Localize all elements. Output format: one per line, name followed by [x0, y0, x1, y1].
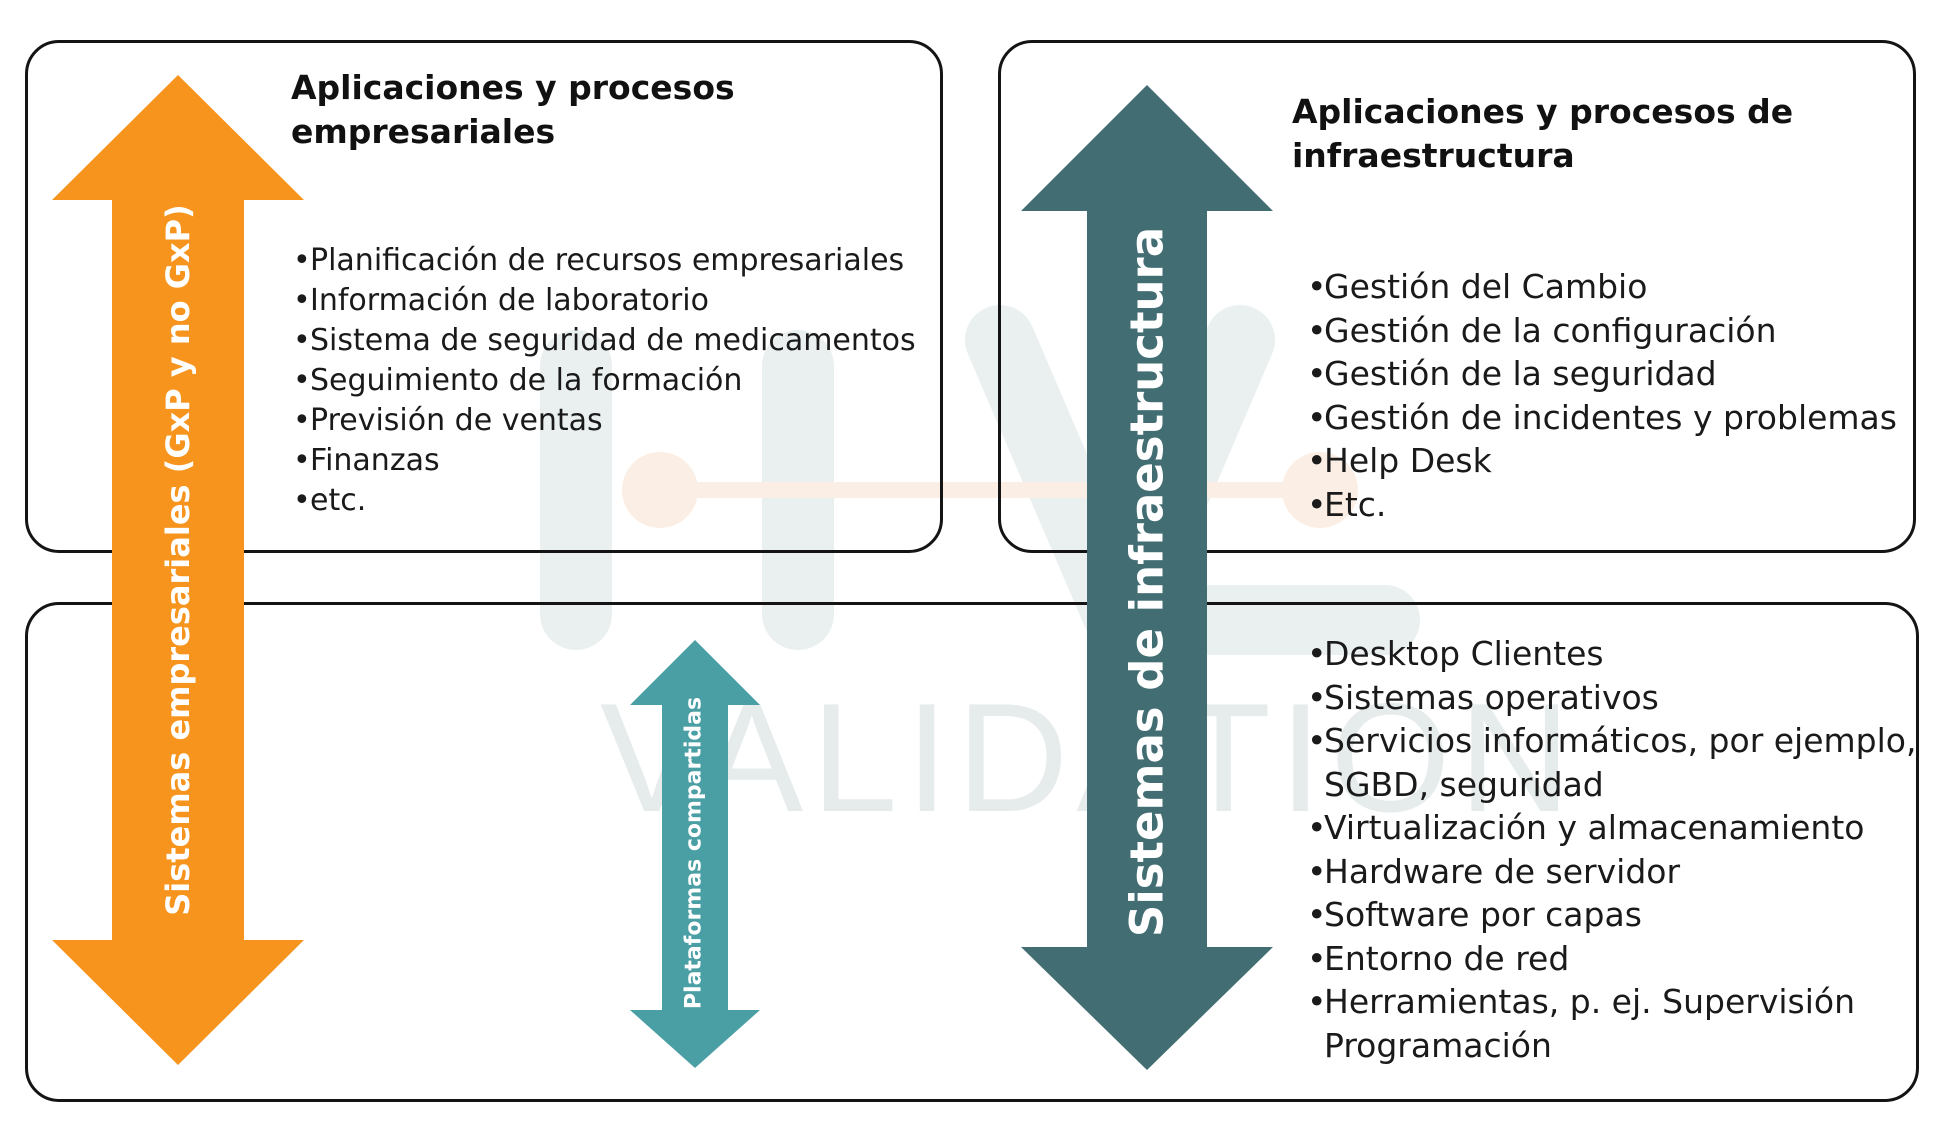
infrastructure-systems-label: Sistemas de infraestructura — [1120, 226, 1174, 938]
list-item: •Información de laboratorio — [293, 281, 916, 321]
bullet-icon: • — [1307, 267, 1327, 306]
bullet-icon: • — [1307, 354, 1327, 393]
list-item: SGBD, seguridad — [1307, 763, 1916, 807]
bullet-icon: • — [293, 403, 311, 438]
bullet-icon: • — [1307, 484, 1327, 524]
list-item: •Gestión del Cambio — [1307, 265, 1897, 309]
list-item: •Planificación de recursos empresariales — [293, 241, 916, 281]
business-systems-arrow-shape — [52, 75, 304, 1065]
bullet-icon: • — [293, 243, 311, 278]
bullet-icon: • — [1307, 397, 1327, 437]
bullet-icon: • — [1307, 441, 1327, 480]
bullet-icon: • — [1307, 851, 1327, 891]
list-item: •Gestión de incidentes y problemas — [1307, 396, 1897, 440]
list-item-text: Sistema de seguridad de medicamentos — [310, 323, 916, 358]
list-item: •Desktop Clientes — [1307, 632, 1916, 676]
bullet-icon: • — [1307, 808, 1327, 847]
bullet-icon: • — [293, 323, 311, 358]
list-item: •Hardware de servidor — [1307, 850, 1916, 894]
infrastructure-platform-list: •Desktop Clientes•Sistemas operativos•Se… — [1307, 632, 1916, 1067]
list-item: •Previsión de ventas — [293, 401, 916, 441]
list-item-text: Gestión de la seguridad — [1324, 354, 1717, 393]
list-item-text: Help Desk — [1324, 441, 1492, 480]
bullet-icon: • — [293, 363, 311, 398]
list-item: •Virtualización y almacenamiento — [1307, 806, 1916, 850]
bullet-icon: • — [1307, 938, 1327, 978]
business-apps-panel — [25, 40, 943, 553]
list-item-text: Etc. — [1324, 484, 1387, 524]
list-item: •Sistemas operativos — [1307, 676, 1916, 720]
bullet-icon: • — [1307, 895, 1327, 934]
list-item: •etc. — [293, 481, 916, 521]
infrastructure-apps-list: •Gestión del Cambio•Gestión de la config… — [1307, 265, 1897, 526]
business-systems-label: Sistemas empresariales (GxP y no GxP) — [159, 204, 197, 916]
bullet-icon: • — [1307, 310, 1327, 350]
infrastructure-systems-arrow — [1020, 85, 1274, 1070]
list-item-text: Sistemas operativos — [1324, 677, 1659, 717]
bullet-icon: • — [293, 483, 311, 518]
bullet-icon: • — [293, 283, 311, 318]
bullet-icon: • — [1307, 677, 1327, 717]
list-item: Programación — [1307, 1024, 1916, 1068]
business-systems-arrow — [50, 75, 306, 1065]
list-item: •Etc. — [1307, 483, 1897, 527]
list-item: •Software por capas — [1307, 893, 1916, 937]
list-item-text: Programación — [1324, 1025, 1552, 1065]
infrastructure-systems-arrow-shape — [1021, 85, 1273, 1070]
list-item-text: Herramientas, p. ej. Supervisión — [1324, 982, 1855, 1021]
infrastructure-apps-panel — [998, 40, 1916, 553]
bullet-icon: • — [293, 443, 311, 478]
list-item: •Seguimiento de la formación — [293, 361, 916, 401]
list-item: •Gestión de la seguridad — [1307, 352, 1897, 396]
platforms-panel — [25, 602, 1919, 1102]
bullet-icon: • — [1307, 982, 1327, 1021]
shared-platforms-arrow — [630, 640, 760, 1068]
infrastructure-apps-title: Aplicaciones y procesos de infraestructu… — [1292, 92, 1794, 175]
list-item: •Herramientas, p. ej. Supervisión — [1307, 980, 1916, 1024]
list-item-text: Software por capas — [1324, 895, 1642, 934]
bullet-icon: • — [1307, 634, 1327, 673]
list-item-text: Finanzas — [310, 443, 440, 478]
business-apps-title: Aplicaciones y procesos empresariales — [291, 68, 735, 151]
list-item-text: Previsión de ventas — [310, 403, 603, 438]
list-item-text: etc. — [310, 483, 367, 518]
shared-platforms-arrow-shape — [630, 640, 760, 1068]
list-item: •Finanzas — [293, 441, 916, 481]
list-item-text: Información de laboratorio — [310, 283, 709, 318]
list-item-text: Gestión de la configuración — [1324, 310, 1777, 350]
shared-platforms-label: Plataformas compartidas — [681, 696, 707, 1010]
list-item-text: Desktop Clientes — [1324, 634, 1604, 673]
business-apps-list: •Planificación de recursos empresariales… — [293, 241, 916, 521]
list-item-text: Entorno de red — [1324, 938, 1570, 978]
list-item: •Servicios informáticos, por ejemplo, — [1307, 719, 1916, 763]
list-item: •Sistema de seguridad de medicamentos — [293, 321, 916, 361]
bullet-icon: • — [1307, 721, 1327, 760]
list-item-text: SGBD, seguridad — [1324, 764, 1604, 804]
list-item-text: Planificación de recursos empresariales — [310, 243, 905, 278]
list-item: •Gestión de la configuración — [1307, 309, 1897, 353]
list-item-text: Hardware de servidor — [1324, 851, 1681, 891]
list-item-text: Servicios informáticos, por ejemplo, — [1324, 721, 1917, 760]
list-item: •Entorno de red — [1307, 937, 1916, 981]
list-item-text: Gestión del Cambio — [1324, 267, 1648, 306]
list-item-text: Virtualización y almacenamiento — [1324, 808, 1865, 847]
list-item-text: Gestión de incidentes y problemas — [1324, 397, 1897, 437]
list-item: •Help Desk — [1307, 439, 1897, 483]
list-item-text: Seguimiento de la formación — [310, 363, 743, 398]
